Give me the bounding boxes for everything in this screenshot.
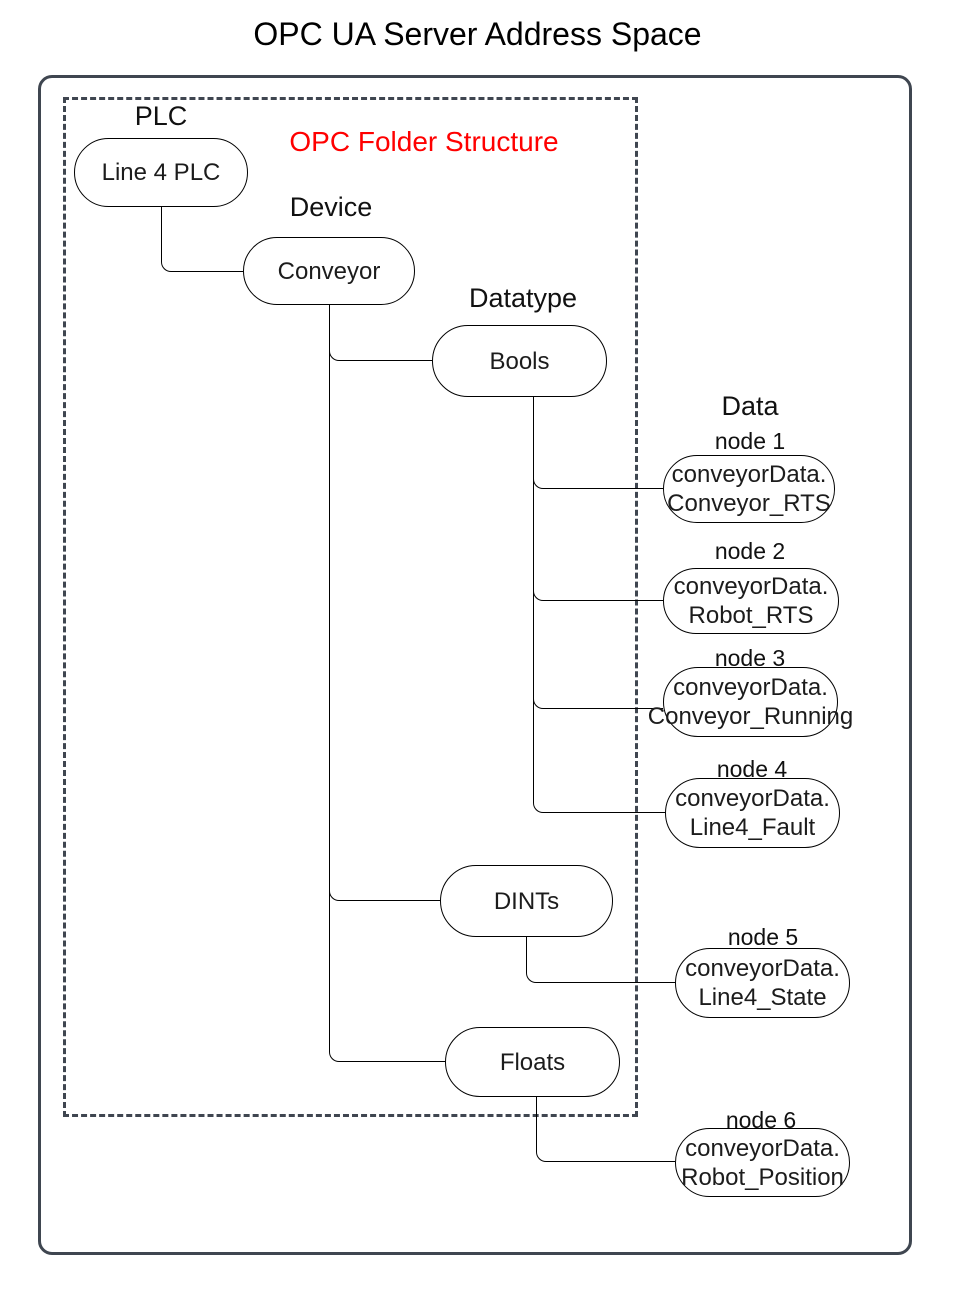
node-conveyor: Conveyor xyxy=(243,237,415,305)
folder-structure-frame xyxy=(63,97,638,1117)
data-node-1-line2: Conveyor_RTS xyxy=(667,490,831,517)
data-node-5-line2: Line4_State xyxy=(698,984,827,1011)
node-bools: Bools xyxy=(432,325,607,397)
node-4-caption: node 4 xyxy=(716,756,788,782)
data-node-robot-rts: conveyorData. Robot_RTS xyxy=(663,568,839,634)
data-node-4-line2: Line4_Fault xyxy=(689,814,816,841)
header-plc: PLC xyxy=(134,101,188,131)
node-2-caption: node 2 xyxy=(714,538,786,564)
data-node-6-line2: Robot_Position xyxy=(681,1163,844,1191)
node-floats-label: Floats xyxy=(499,1048,566,1076)
data-node-conveyor-running: conveyorData. Conveyor_Running xyxy=(648,667,853,737)
data-node-1-line1: conveyorData. xyxy=(671,461,827,488)
connector-line4plc-conveyor xyxy=(161,207,243,272)
connector-bools-node4 xyxy=(533,397,665,813)
data-node-4-line1: conveyorData. xyxy=(675,785,830,812)
node-floats: Floats xyxy=(445,1027,620,1097)
node-bools-label: Bools xyxy=(489,347,550,375)
data-node-2-line2: Robot_RTS xyxy=(688,602,814,629)
node-3-caption: node 3 xyxy=(714,645,786,671)
node-5-caption: node 5 xyxy=(727,924,799,950)
header-datatype: Datatype xyxy=(468,283,578,313)
diagram-title: OPC UA Server Address Space xyxy=(253,16,702,52)
node-1-caption: node 1 xyxy=(714,428,786,454)
data-node-5-line1: conveyorData. xyxy=(685,955,840,982)
node-dints: DINTs xyxy=(440,865,613,937)
data-node-conveyor-rts: conveyorData. Conveyor_RTS xyxy=(663,455,835,523)
header-data: Data xyxy=(721,391,779,421)
folder-structure-label: OPC Folder Structure xyxy=(289,126,559,157)
node-line4-plc: Line 4 PLC xyxy=(74,138,248,207)
data-node-line4-state: conveyorData. Line4_State xyxy=(675,948,850,1018)
node-dints-label: DINTs xyxy=(493,887,560,915)
data-node-line4-fault: conveyorData. Line4_Fault xyxy=(665,778,840,848)
address-space-frame xyxy=(38,75,912,1255)
connector-dints-node5 xyxy=(526,937,675,983)
data-node-robot-position: conveyorData. Robot_Position xyxy=(675,1128,850,1197)
node-line4-plc-label: Line 4 PLC xyxy=(101,159,221,186)
data-node-2-line1: conveyorData. xyxy=(673,573,829,600)
data-node-3-line2: Conveyor_Running xyxy=(647,703,854,730)
header-device: Device xyxy=(289,192,373,222)
data-node-6-line1: conveyorData. xyxy=(685,1134,840,1162)
connector-conveyor-floats xyxy=(329,305,445,1062)
connector-floats-node6 xyxy=(536,1097,675,1162)
node-conveyor-label: Conveyor xyxy=(277,257,381,285)
data-node-3-line1: conveyorData. xyxy=(673,674,828,701)
